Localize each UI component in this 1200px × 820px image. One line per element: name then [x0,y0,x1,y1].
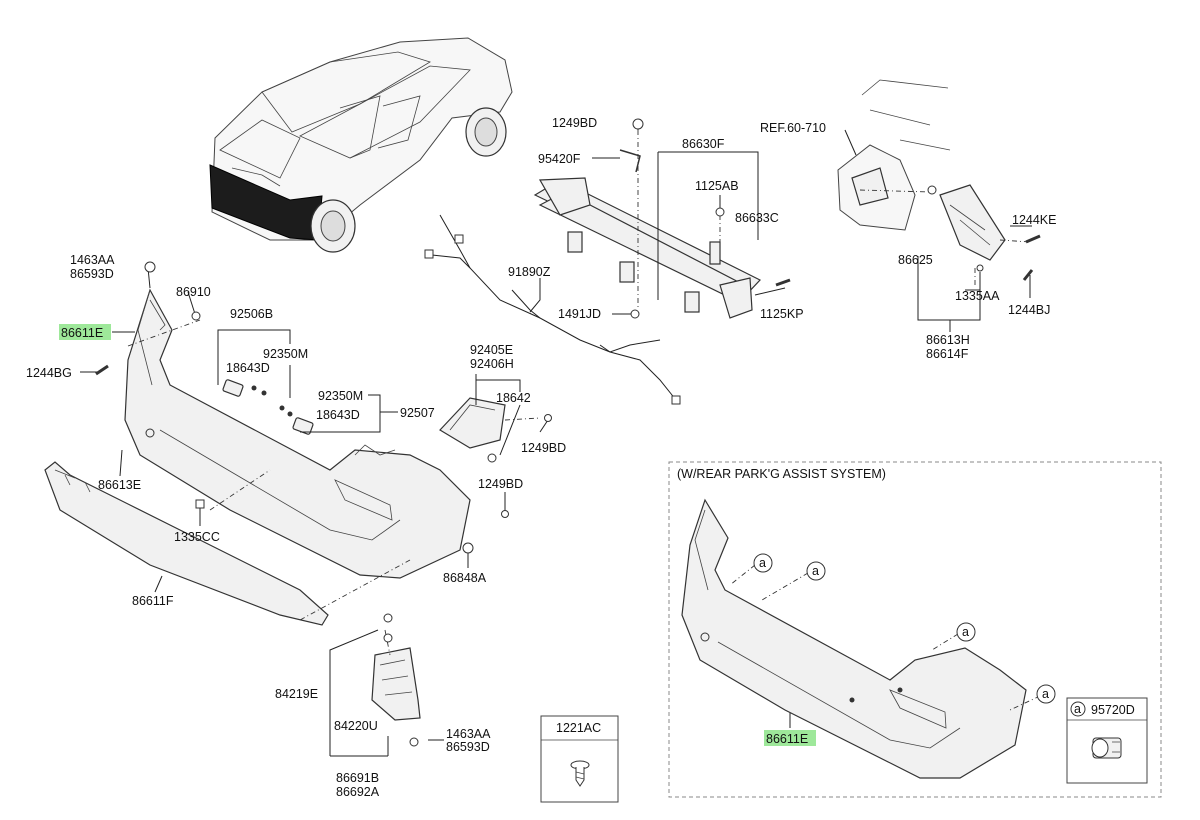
park-assist-variant-panel: (W/REAR PARK'G ASSIST SYSTEM) a a a [668,461,1162,798]
label-86613h[interactable]: 86613H [926,333,970,347]
svg-text:a: a [759,556,766,570]
label-1249bd-mid[interactable]: 1249BD [521,441,566,455]
label-86614f[interactable]: 86614F [926,347,969,361]
bumper-wiring-harness[interactable] [424,214,681,405]
label-92350m-b[interactable]: 92350M [318,389,363,403]
label-86611f[interactable]: 86611F [132,594,174,608]
label-1244bj[interactable]: 1244BJ [1008,303,1050,317]
screw-icon [570,760,590,787]
parking-sensor-icon [1091,737,1122,759]
sensor-callout-a-3[interactable]: a [956,622,976,642]
label-92406h[interactable]: 92406H [470,357,514,371]
label-86692a[interactable]: 86692A [336,785,380,799]
label-18643d-b[interactable]: 18643D [316,408,360,422]
label-1125kp[interactable]: 1125KP [760,307,804,321]
label-91890z[interactable]: 91890Z [508,265,551,279]
label-86611e-right[interactable]: 86611E [766,732,808,746]
label-1463aa-bot[interactable]: 1463AA [446,727,491,741]
label-95720d: 95720D [1091,703,1135,717]
sensor-callout-a-1[interactable]: a [753,553,773,573]
rear-side-bracket-assembly[interactable] [837,79,1006,261]
label-86633c[interactable]: 86633C [735,211,779,225]
rear-bumper-beam[interactable] [533,177,761,319]
bumper-lower-bracket[interactable] [371,647,421,721]
label-1249bd-top[interactable]: 1249BD [552,116,597,130]
label-18643d-a[interactable]: 18643D [226,361,270,375]
svg-text:a: a [1074,702,1081,716]
label-86848a[interactable]: 86848A [443,571,487,585]
label-1463aa-top[interactable]: 1463AA [70,253,115,267]
label-1221ac: 1221AC [556,721,601,735]
svg-text:a: a [812,564,819,578]
label-92506b[interactable]: 92506B [230,307,273,321]
lower-valance-strip[interactable] [44,461,329,626]
label-86611e-left[interactable]: 86611E [61,326,103,340]
park-assist-title: (W/REAR PARK'G ASSIST SYSTEM) [677,467,886,481]
part-95720d-box[interactable]: a 95720D [1066,697,1148,784]
svg-text:a: a [962,625,969,639]
part-number-labels: 1463AA 86593D 86910 86611E 1244BG 92506B… [26,116,1056,799]
highlight-86611e-right [764,730,816,746]
label-1335cc[interactable]: 1335CC [174,530,220,544]
sensor-callout-lines [729,564,1041,711]
label-84220u[interactable]: 84220U [334,719,378,733]
label-18642[interactable]: 18642 [496,391,531,405]
label-1125ab[interactable]: 1125AB [695,179,739,193]
part-1221ac-box[interactable]: 1221AC [540,715,619,803]
sensor-callout-a-2[interactable]: a [806,561,826,581]
label-1244bg[interactable]: 1244BG [26,366,72,380]
svg-text:a: a [1042,687,1049,701]
rear-bumper-cover-park-assist[interactable] [681,498,1027,779]
label-92507[interactable]: 92507 [400,406,435,420]
label-86593d-top[interactable]: 86593D [70,267,114,281]
assembly-center-lines [127,130,1031,656]
label-86910[interactable]: 86910 [176,285,211,299]
label-92405e[interactable]: 92405E [470,343,513,357]
label-86630f[interactable]: 86630F [682,137,725,151]
label-84219e[interactable]: 84219E [275,687,318,701]
rear-reflex-reflector[interactable] [439,397,506,463]
fasteners [95,118,1041,747]
label-86625[interactable]: 86625 [898,253,933,267]
sensor-callout-a-4[interactable]: a [1036,684,1056,704]
label-1249bd-low[interactable]: 1249BD [478,477,523,491]
label-1491jd[interactable]: 1491JD [558,307,601,321]
label-86691b[interactable]: 86691B [336,771,379,785]
rear-bumper-cover[interactable] [124,288,471,579]
label-86593d-bot[interactable]: 86593D [446,740,490,754]
label-1244ke[interactable]: 1244KE [1012,213,1056,227]
label-ref-60-710[interactable]: REF.60-710 [760,121,826,135]
label-95420f[interactable]: 95420F [538,152,581,166]
label-1335aa[interactable]: 1335AA [955,289,1000,303]
highlight-86611e-left [59,324,111,340]
leader-lines [80,122,1032,757]
vehicle-overview-illustration [209,37,513,253]
label-86613e[interactable]: 86613E [98,478,141,492]
label-92350m-a[interactable]: 92350M [263,347,308,361]
